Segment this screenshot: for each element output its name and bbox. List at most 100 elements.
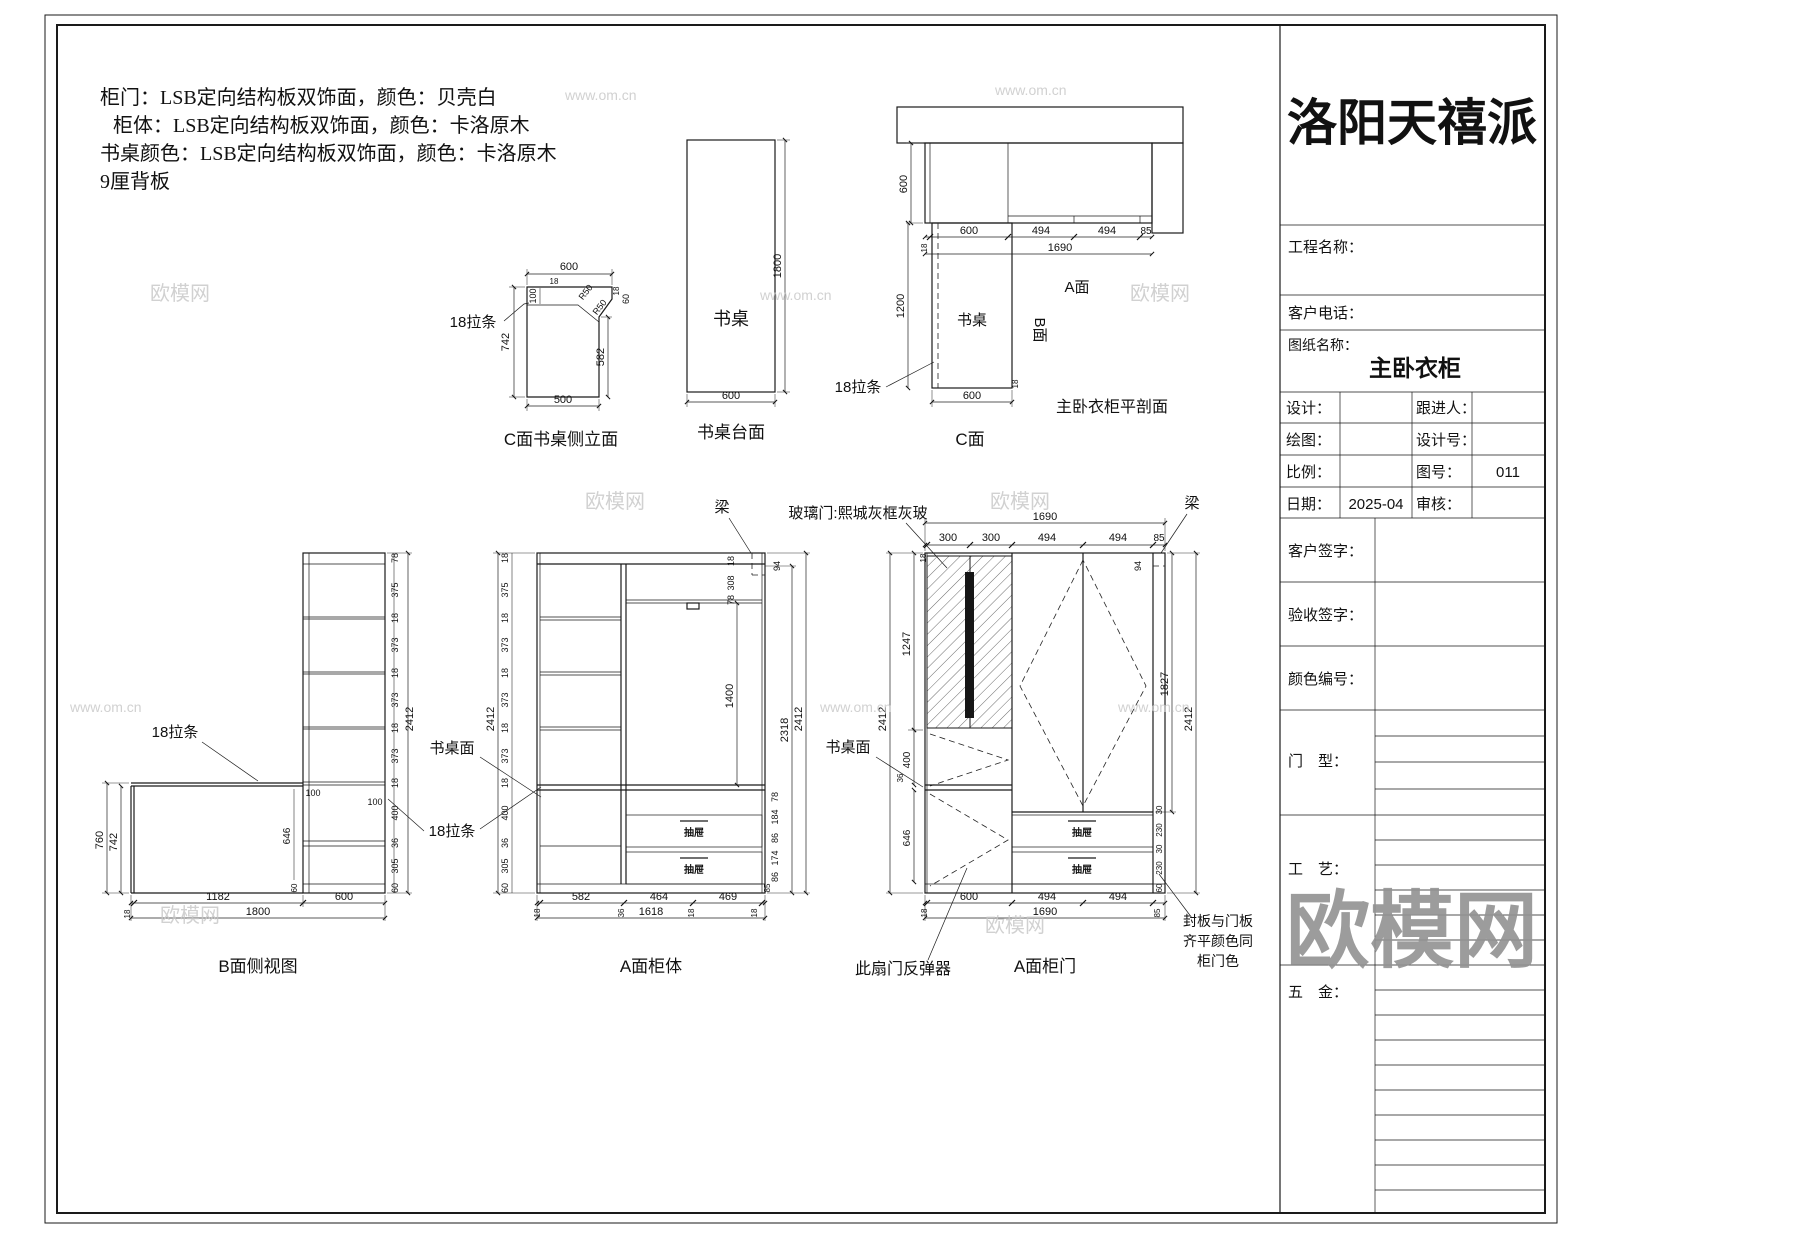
- dim-stack: 373: [390, 637, 400, 652]
- field-designer: 设计：: [1286, 400, 1331, 417]
- dim-top: 300: [982, 532, 1000, 544]
- dim-bot: 582: [572, 891, 590, 903]
- dim-stack: 78: [390, 553, 400, 563]
- drawer-box-2: [1011, 851, 1154, 885]
- drawer-box-1: [625, 814, 763, 848]
- desk-side-profile: [130, 782, 303, 894]
- rebounder-label: 此扇门反弹器: [855, 960, 951, 978]
- glass-door-right: [969, 555, 1013, 729]
- field-customer-phone: 客户电话：: [1288, 305, 1363, 322]
- view-plan-section: 600 18 600 494 494 85 1690 A面 B面 书桌 1200…: [835, 106, 1184, 449]
- dim-stack: 18: [500, 553, 510, 563]
- dim-stack: 18: [500, 668, 510, 678]
- dim-1690-top: 1690: [1033, 511, 1057, 523]
- dim-stack: 375: [390, 582, 400, 597]
- flush-panel-note-3: 柜门色: [1197, 953, 1239, 969]
- dim-600: 600: [335, 891, 353, 903]
- hanging-rod: [686, 602, 700, 610]
- dim-1247: 1247: [901, 632, 913, 656]
- drawing-frame: [44, 14, 1558, 1224]
- field-project-name: 工程名称：: [1288, 239, 1363, 256]
- view-title-desk-side: C面书桌侧立面: [504, 430, 618, 449]
- dim-646: 646: [282, 827, 293, 844]
- dim-100-b: 100: [367, 797, 382, 807]
- dim-1800: 1800: [246, 906, 270, 918]
- dim-bot: 464: [650, 891, 668, 903]
- view-side-b: 760 742 646 60 100 100 78 375 18 373 18 …: [94, 550, 416, 976]
- dim-desk-depth: 600: [560, 261, 578, 273]
- dim-stack: 174: [770, 850, 780, 865]
- dim-stack: 305: [390, 858, 400, 873]
- view-title-desk-top: 书桌台面: [697, 423, 765, 442]
- field-design-no: 设计号：: [1416, 432, 1476, 449]
- field-figure-no: 图号：: [1416, 464, 1461, 481]
- dim-top: 85: [1153, 533, 1165, 544]
- dim-stack: 305: [500, 858, 510, 873]
- dim-stack: 373: [500, 748, 510, 763]
- watermark-url: www.om.cn: [564, 87, 637, 103]
- drawer-box-2: [625, 851, 763, 885]
- pull-strip-label: 18拉条: [429, 823, 476, 840]
- view-desk-side-elevation: 600 742 582 500 100 R50 R50 18 18 60 18拉…: [450, 261, 631, 449]
- dim-bot: 494: [1038, 891, 1056, 903]
- note-door: 柜门：LSB定向结构板双饰面，颜色：贝壳白: [100, 86, 497, 109]
- glass-door-label: 玻璃门:熙城灰框灰玻: [788, 505, 927, 522]
- dim-100-a: 100: [305, 788, 320, 798]
- watermark-url: www.om.cn: [69, 699, 142, 715]
- dim-600: 600: [960, 225, 978, 237]
- drawer-label: 抽屉: [1072, 863, 1092, 876]
- dim-stack: 18: [390, 778, 400, 788]
- dim-stack: 18: [500, 613, 510, 623]
- dim-2412-right: 2412: [793, 707, 805, 731]
- figure-no-value: 011: [1496, 464, 1520, 481]
- watermark-url: www.om.cn: [1117, 699, 1190, 715]
- watermark-brand: 欧模网: [150, 282, 210, 305]
- dim-494-a: 494: [1032, 225, 1050, 237]
- dim-stack: 230: [1155, 823, 1164, 837]
- desk-face-label: 书桌面: [429, 740, 474, 757]
- dim-60: 60: [621, 294, 631, 304]
- dim-2412-right: 2412: [1183, 707, 1195, 731]
- view-cabinet-a: 抽屉 抽屉 18 375 18 373 18 373 18 373 18 400…: [485, 499, 948, 976]
- dim-85: 85: [1140, 226, 1152, 237]
- dim-bot: 85: [1153, 908, 1162, 917]
- spec-notes: 柜门：LSB定向结构板双饰面，颜色：贝壳白 柜体：LSB定向结构板双饰面，颜色：…: [100, 86, 557, 193]
- dim-2412-left: 2412: [877, 707, 889, 731]
- dim-stack: 36: [500, 838, 510, 848]
- watermark-brand: 欧模网: [1130, 282, 1190, 305]
- dim-stack: 18: [390, 723, 400, 733]
- watermark-brand-large: 欧模网: [1286, 884, 1538, 978]
- dim-742: 742: [108, 833, 120, 851]
- desk-plan-outline: [931, 222, 1013, 389]
- dim-36: 36: [896, 773, 905, 782]
- field-door-type: 门 型：: [1288, 753, 1348, 770]
- dim-stack: 400: [500, 805, 510, 820]
- mid-labels: 书桌面 18拉条: [387, 740, 542, 840]
- dim-stack: 18: [500, 778, 510, 788]
- beam-label: 梁: [1184, 495, 1199, 512]
- dim-18-a: 18: [550, 277, 559, 286]
- dim-bot: 18: [920, 908, 929, 917]
- note-carcass: 柜体：LSB定向结构板双饰面，颜色：卡洛原木: [113, 114, 530, 137]
- dim-85: 85: [763, 883, 772, 892]
- dim-18-b: 18: [1011, 379, 1020, 388]
- dim-stack: 400: [390, 805, 400, 820]
- watermark-brand: 欧模网: [985, 914, 1045, 937]
- dim-100: 100: [528, 288, 538, 303]
- desk-label: 书桌: [713, 309, 749, 329]
- field-audit: 审核：: [1416, 496, 1461, 513]
- dim-panel-height: 582: [595, 348, 607, 366]
- view-desk-top: 书桌 1800 600 书桌台面: [684, 137, 790, 442]
- watermarks: www.om.cn www.om.cn 欧模网 www.om.cn 欧模网 欧模…: [69, 82, 1538, 978]
- dim-stack: 30: [1155, 844, 1164, 853]
- view-title-plan: C面: [955, 430, 984, 449]
- field-drawing-name: 图纸名称：: [1288, 337, 1358, 353]
- dim-bot: 18: [687, 908, 696, 917]
- drawer-label: 抽屉: [684, 863, 704, 876]
- dim-2318: 2318: [779, 718, 791, 742]
- dim-94: 94: [1133, 561, 1143, 571]
- view-title-side-b: B面侧视图: [218, 957, 297, 976]
- desk-face-label: 书桌面: [825, 739, 870, 756]
